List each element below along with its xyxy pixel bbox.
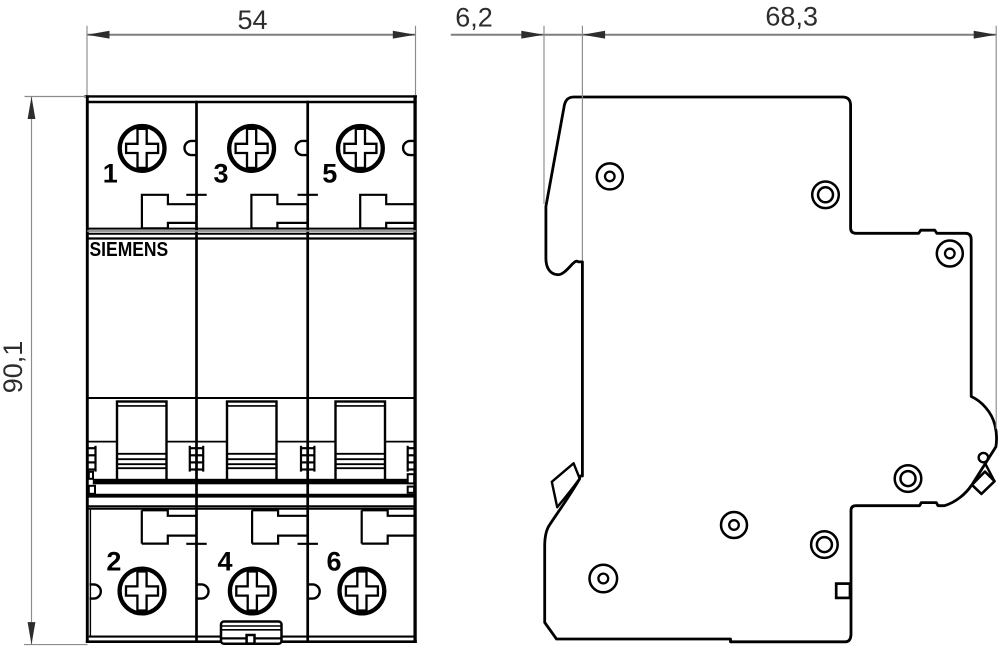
svg-text:SIEMENS: SIEMENS: [90, 238, 169, 260]
svg-text:5: 5: [322, 159, 337, 189]
svg-text:4: 4: [217, 547, 232, 577]
svg-text:6,2: 6,2: [455, 3, 493, 33]
svg-text:6: 6: [326, 547, 341, 577]
svg-text:2: 2: [106, 547, 121, 577]
svg-text:90,1: 90,1: [0, 341, 28, 394]
svg-text:3: 3: [213, 159, 228, 189]
svg-text:68,3: 68,3: [765, 1, 818, 31]
svg-text:54: 54: [237, 5, 267, 35]
svg-text:1: 1: [103, 159, 118, 189]
